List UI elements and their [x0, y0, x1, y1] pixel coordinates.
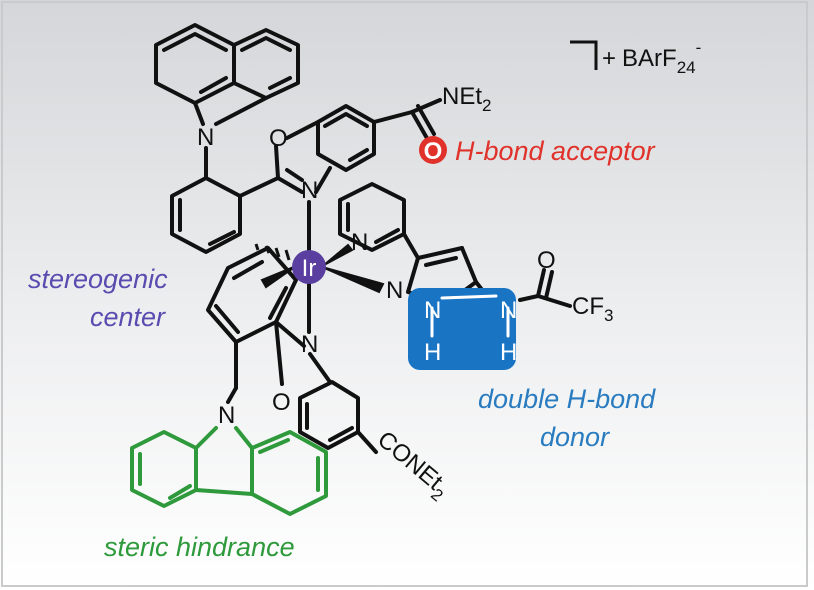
hash-bonds [254, 243, 291, 261]
acceptor-oxygen-label: O [424, 138, 443, 165]
atom-o-benzoxazole-top: O [269, 125, 288, 152]
atom-n-benzoxazole-top: N [301, 177, 318, 204]
annotation-double-h-bond: double H-bond [478, 384, 656, 414]
annotation-donor: donor [540, 422, 610, 452]
atom-n-amide-right: N [500, 297, 517, 324]
atom-n-pyrazole: N [386, 277, 403, 304]
group-cf3: CF3 [572, 293, 613, 325]
annotation-stereogenic: stereogenic [28, 264, 168, 294]
atom-n-pyridine: N [351, 229, 368, 256]
iridium-label: Ir [302, 255, 317, 282]
wedge-bonds [260, 243, 385, 294]
annotation-h-bond-acceptor: H-bond acceptor [455, 136, 656, 166]
atom-o-benzoxazole-bottom: O [272, 389, 291, 416]
atom-n-benzoxazole-bottom: N [301, 331, 318, 358]
atom-n-amide-left: N [424, 297, 441, 324]
group-net2-top: NEt2 [442, 83, 491, 115]
atom-o-trifluoroacetyl: O [537, 247, 556, 274]
charge-bracket [570, 40, 598, 70]
donor-highlight-box [408, 288, 516, 370]
steric-carbazole [130, 426, 328, 516]
annotation-steric-hindrance: steric hindrance [104, 532, 295, 562]
atom-h-amide-right: H [500, 339, 517, 366]
atom-n-carbazole-top: N [197, 124, 214, 151]
donor-bonds [430, 294, 510, 338]
atom-n-carbazole-bottom: N [218, 402, 235, 429]
annotation-center: center [90, 302, 166, 332]
acceptor-oxygen-circle [419, 136, 447, 164]
counterion: +BArF24- [602, 38, 701, 77]
iridium-center [292, 250, 326, 284]
atom-h-amide-left: H [424, 339, 441, 366]
ligand-bonds [154, 23, 572, 454]
